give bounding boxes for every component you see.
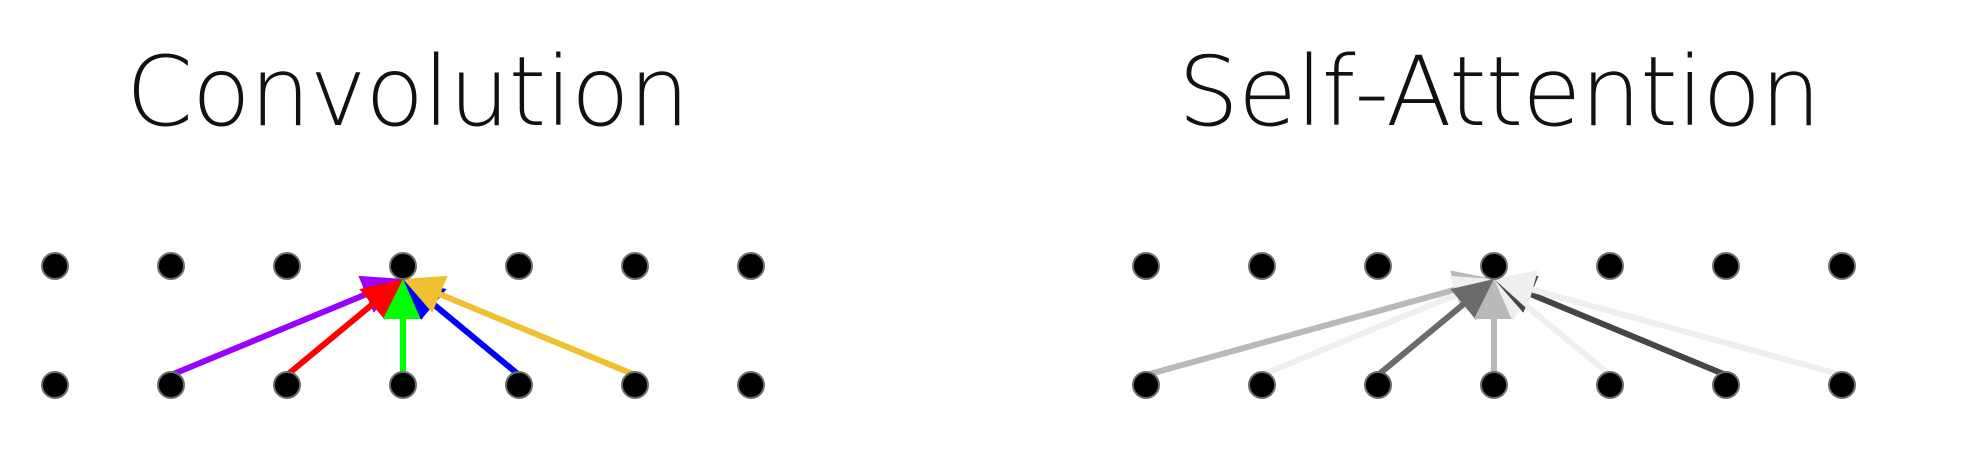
convolution-node-top-2 xyxy=(273,252,301,280)
self-attention-edge-line-4 xyxy=(1519,299,1612,378)
convolution-node-bottom-1 xyxy=(157,371,185,399)
convolution-node-top-1 xyxy=(157,252,185,280)
self-attention-edge-6 xyxy=(1494,270,1843,378)
self-attention-node-top-1 xyxy=(1248,252,1276,280)
convolution-title: Convolution xyxy=(126,36,690,148)
self-attention-node-top-5 xyxy=(1712,252,1740,280)
convolution-node-top-3 xyxy=(389,252,417,280)
self-attention-node-bottom-3 xyxy=(1480,371,1508,399)
convolution-edge-arrowhead-2 xyxy=(359,279,403,320)
convolution-edge-3 xyxy=(383,279,423,375)
convolution-node-bottom-0 xyxy=(41,371,69,399)
self-attention-node-bottom-5 xyxy=(1712,371,1740,399)
convolution-edge-line-4 xyxy=(428,299,521,378)
convolution-edge-arrowhead-5 xyxy=(403,275,448,313)
self-attention-node-bottom-1 xyxy=(1248,371,1276,399)
self-attention-title: Self-Attention xyxy=(1178,36,1821,148)
convolution-node-bottom-5 xyxy=(621,371,649,399)
self-attention-node-top-6 xyxy=(1828,252,1856,280)
self-attention-node-top-2 xyxy=(1364,252,1392,280)
convolution-diagram xyxy=(41,252,765,399)
convolution-edges xyxy=(169,275,637,378)
self-attention-edge-arrowhead-3 xyxy=(1474,279,1514,319)
self-attention-node-top-4 xyxy=(1596,252,1624,280)
convolution-node-bottom-3 xyxy=(389,371,417,399)
convolution-node-bottom-6 xyxy=(737,371,765,399)
convolution-edge-arrowhead-3 xyxy=(383,279,423,319)
convolution-edge-2 xyxy=(285,279,403,378)
self-attention-node-bottom-6 xyxy=(1828,371,1856,399)
convolution-node-bottom-2 xyxy=(273,371,301,399)
self-attention-edge-arrowhead-6 xyxy=(1494,270,1538,309)
self-attention-edges xyxy=(1145,270,1843,378)
convolution-edge-5 xyxy=(403,275,637,378)
convolution-node-bottom-4 xyxy=(505,371,533,399)
convolution-node-top-0 xyxy=(41,252,69,280)
convolution-edge-line-1 xyxy=(169,289,371,378)
self-attention-edge-2 xyxy=(1376,279,1494,378)
self-attention-nodes xyxy=(1132,252,1856,399)
convolution-node-top-6 xyxy=(737,252,765,280)
convolution-edge-line-2 xyxy=(285,299,378,378)
self-attention-node-bottom-4 xyxy=(1596,371,1624,399)
self-attention-node-bottom-0 xyxy=(1132,371,1160,399)
self-attention-edge-line-5 xyxy=(1526,289,1728,378)
self-attention-edge-line-6 xyxy=(1527,285,1843,378)
self-attention-node-top-3 xyxy=(1480,252,1508,280)
convolution-node-top-4 xyxy=(505,252,533,280)
convolution-node-top-5 xyxy=(621,252,649,280)
self-attention-edge-line-2 xyxy=(1376,299,1469,378)
self-attention-edge-3 xyxy=(1474,279,1514,375)
self-attention-edge-line-0 xyxy=(1145,285,1461,378)
convolution-nodes xyxy=(41,252,765,399)
self-attention-edge-arrowhead-2 xyxy=(1450,279,1494,320)
self-attention-diagram xyxy=(1132,252,1856,399)
self-attention-node-bottom-2 xyxy=(1364,371,1392,399)
self-attention-edge-line-1 xyxy=(1260,289,1462,378)
self-attention-node-top-0 xyxy=(1132,252,1160,280)
convolution-edge-line-5 xyxy=(435,289,637,378)
